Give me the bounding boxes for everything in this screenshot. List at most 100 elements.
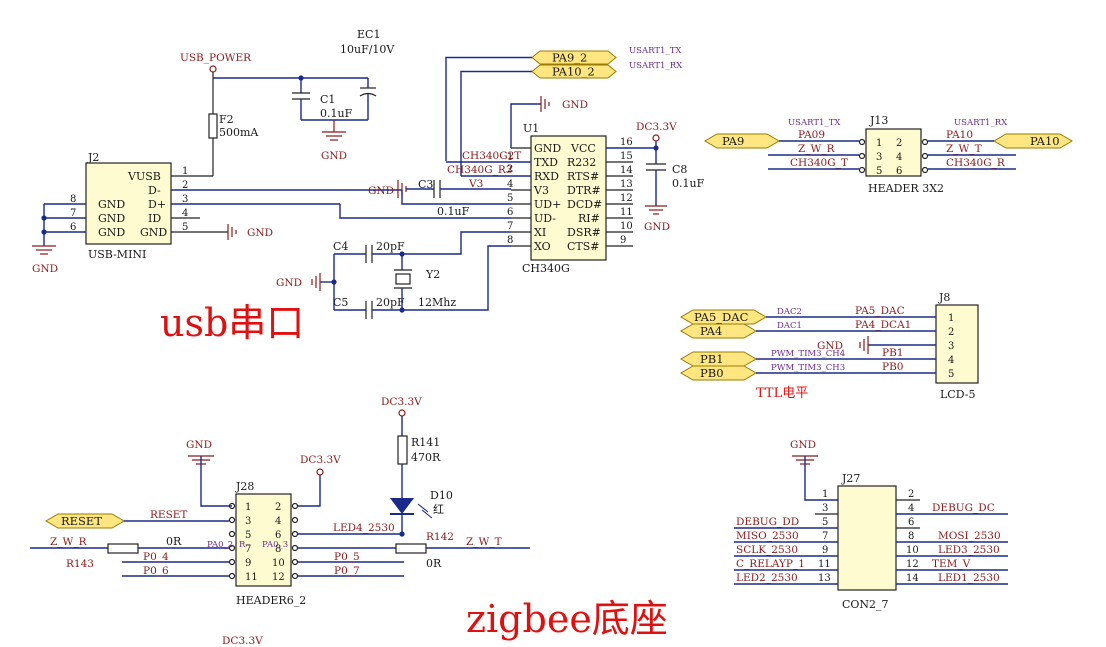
j2-pin-num: 7: [70, 208, 76, 219]
r143-ref: R143: [66, 558, 94, 570]
light-arrow-icon: [417, 503, 429, 513]
j2-body: [85, 162, 172, 245]
j28-pin-circle: [291, 530, 299, 538]
j2-pin-num: 1: [182, 166, 188, 177]
u1-pin-label: DSR#: [567, 226, 601, 239]
j27-net-right: MOSI_2530: [938, 530, 1001, 542]
j13-pin-num: 3: [876, 152, 882, 163]
r142-resistor: [395, 543, 427, 554]
j8-name: LCD-5: [940, 388, 975, 401]
j13-name: HEADER 3X2: [868, 182, 944, 195]
j28-pin-num: 10: [272, 558, 285, 569]
c1-ref: C1: [320, 93, 335, 106]
j8-pur: DAC2: [777, 307, 802, 317]
pa02-label: PA0_2: [207, 540, 233, 550]
j13-net-left: CH340G_T: [790, 157, 848, 169]
j28-dc33-node: [316, 468, 324, 476]
reset-net: RESET: [150, 509, 187, 521]
u1-pin-label: UD-: [534, 212, 556, 225]
pa9-2-label: PA9_2: [552, 51, 587, 65]
j27-pin-num: 4: [908, 503, 914, 514]
c8-vcc-section: DC3.3V C8 0.1uF GND: [636, 121, 705, 233]
u1-pin-label: RXD: [534, 170, 559, 183]
j2-pin-label: GND: [98, 198, 125, 211]
j27-pin-num: 3: [822, 503, 828, 514]
j8-pur: PWM_TIM3_CH3: [771, 363, 845, 373]
u1-name: CH340G: [522, 262, 570, 275]
j8-net: PA5_DAC: [855, 305, 905, 317]
usb-power-node: [209, 65, 217, 73]
c8-value: 0.1uF: [672, 177, 705, 190]
r142-value: 0R: [426, 557, 442, 570]
u1-pin-num: 6: [507, 207, 513, 218]
j28-pin-num: 6: [275, 530, 281, 541]
j8-body: [935, 304, 979, 384]
j8-port-label: PA4: [700, 324, 722, 338]
u1-pin-label: DCD#: [567, 198, 602, 211]
j28-pin-circle: [291, 516, 299, 524]
j28-pin-circle: [291, 558, 299, 566]
usb-serial-title: usb串口: [160, 301, 304, 345]
u1-pin-num: 16: [620, 137, 633, 148]
pb0-port: [680, 365, 757, 381]
j13-usart-rx: USART1_RX: [954, 118, 1008, 128]
led4-net: LED4_2530: [333, 522, 395, 534]
zigbee-base-title: zigbee底座: [466, 597, 668, 641]
c3-ref: C3: [418, 178, 433, 191]
junction-dot: [41, 229, 47, 235]
j28-name: HEADER6_2: [236, 594, 306, 607]
j28-pin-num: 11: [245, 572, 258, 583]
j27-net-left: DEBUG_DD: [736, 516, 799, 528]
j2-pin-num: 2: [182, 180, 188, 191]
j27-pin-num: 13: [818, 573, 831, 584]
pa5-dac-port: [680, 309, 767, 325]
u1-pin-num: 9: [620, 235, 626, 246]
u1-pin-num: 11: [620, 207, 633, 218]
y2-value: 12Mhz: [418, 296, 456, 309]
pa4-port: [680, 323, 757, 339]
j8-pin-num: 5: [948, 369, 954, 380]
u1-net-txd: CH340G2T: [462, 150, 521, 162]
c5-ref: C5: [333, 296, 348, 309]
j28-body: [235, 493, 292, 587]
j2-pin-num: 3: [182, 194, 188, 205]
j28-pin-num: 5: [245, 530, 251, 541]
j13-pin-num: 2: [896, 138, 902, 149]
d10-ref: D10: [430, 489, 453, 502]
j27-pin-num: 11: [818, 559, 831, 570]
j8-ref: J8: [938, 291, 950, 304]
j28-pin-num: 3: [245, 516, 251, 527]
j28-pin-circle: [291, 572, 299, 580]
r141-value: 470R: [411, 451, 441, 464]
crystal-gnd-label: GND: [276, 277, 302, 289]
j13-pin-circle: [921, 166, 929, 174]
j13-net-left: Z_W_R: [798, 143, 836, 155]
j27-net-left: LED2_2530: [736, 572, 798, 584]
j28-dc33-label: DC3.3V: [300, 454, 341, 466]
j28-gnd-label: GND: [186, 439, 212, 451]
u1-gnd-wire: [510, 103, 541, 148]
pa9-2-wire: [445, 56, 532, 161]
j28-pin-circle: [291, 502, 299, 510]
u1-pin-label: GND: [534, 142, 561, 155]
j8-port-label: PB1: [700, 352, 724, 366]
j13-net-left: PA09: [798, 129, 825, 141]
u1-pin-num: 2: [507, 164, 513, 175]
j27-net-left: SCLK_2530: [736, 544, 798, 556]
j27-pin-num: 6: [908, 517, 914, 528]
p04-net: P0_4: [143, 551, 169, 563]
j27-gnd-label: GND: [790, 439, 816, 451]
r143-resistor: [107, 543, 139, 554]
u1-pin-label: XI: [534, 226, 546, 239]
j27-pin-num: 12: [906, 559, 919, 570]
u1-pin-num: 15: [620, 151, 633, 162]
usb-dminus-route: [401, 190, 511, 205]
j2-name: USB-MINI: [88, 248, 146, 261]
u1-pin-num: 14: [620, 165, 633, 176]
j8-pin-num: 2: [948, 327, 954, 338]
j13-pin-num: 5: [876, 166, 882, 177]
junction-dot: [399, 531, 405, 537]
f2-fuse-symbol: [208, 113, 218, 139]
xi-wire: [402, 231, 511, 255]
pa9-port: [704, 133, 780, 149]
